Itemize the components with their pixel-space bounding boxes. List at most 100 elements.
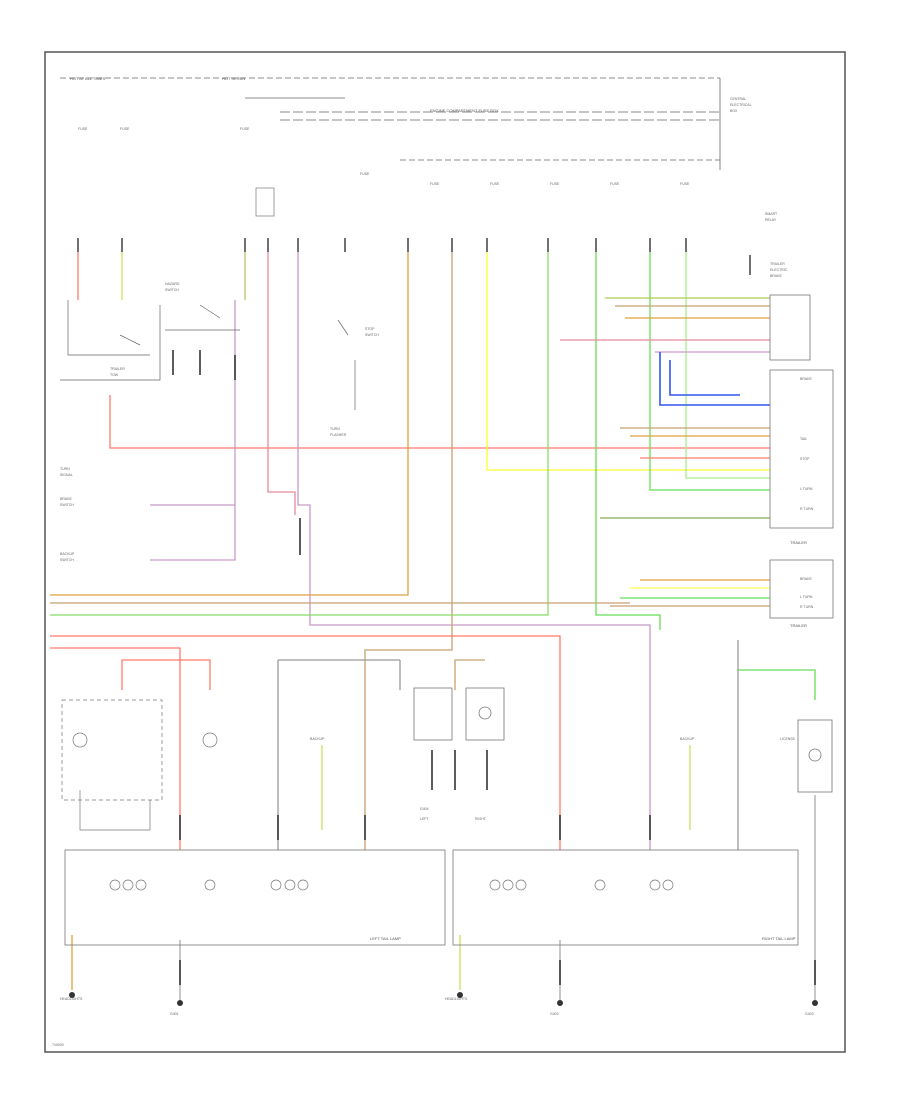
svg-text:CENTRAL: CENTRAL [730, 97, 746, 101]
svg-text:RIGHT: RIGHT [475, 817, 487, 821]
right-tail-lamp-box [452, 849, 799, 946]
svg-text:L TURN: L TURN [800, 595, 813, 599]
relay-box [255, 187, 275, 217]
label-trailer-2: TRAILER [790, 623, 807, 628]
wire-module-2 [454, 659, 485, 690]
ground-labels: G401 G402 G403 G404 [170, 807, 814, 1016]
svg-text:RELAY: RELAY [765, 218, 777, 222]
tail-bulbs [109, 879, 674, 891]
module-lamp-icon [478, 706, 492, 720]
svg-text:BACKUP: BACKUP [680, 737, 695, 741]
svg-text:BOX: BOX [730, 109, 738, 113]
wire-blue-1 [659, 352, 770, 406]
svg-text:R TURN: R TURN [800, 507, 814, 511]
left-turn-module [413, 687, 453, 741]
svg-text:BACKUP: BACKUP [60, 552, 75, 556]
diagram-frame [44, 51, 846, 1053]
svg-text:TRAILER: TRAILER [110, 367, 125, 371]
svg-text:FUSE: FUSE [240, 127, 250, 131]
front-lamps [61, 699, 218, 831]
lamp-modules [413, 687, 833, 793]
svg-text:SIGNAL: SIGNAL [60, 473, 73, 477]
wire-green-right [738, 669, 816, 700]
svg-text:SWITCH: SWITCH [60, 503, 74, 507]
lamp-icon-1 [72, 732, 88, 748]
svg-text:BRAKE: BRAKE [800, 577, 813, 581]
ground-icon [69, 992, 75, 998]
ground-label: G402 [550, 1012, 559, 1016]
connector-ticks [77, 238, 751, 275]
label-corner-date: 7/49/00 [52, 1043, 64, 1047]
label-hot-in-run: HOT IN RUN [222, 76, 245, 81]
wire-green-1 [50, 252, 549, 616]
svg-text:FUSE: FUSE [360, 172, 370, 176]
trailer-connector-1 [769, 369, 834, 529]
label-hot-at-all-times: HOT AT ALL TIMES [70, 76, 105, 81]
top-bus-lines [60, 77, 721, 170]
connector-markers [172, 350, 816, 985]
svg-text:L TURN: L TURN [800, 487, 813, 491]
svg-text:TAIL: TAIL [800, 437, 807, 441]
svg-text:HAZARD: HAZARD [165, 282, 180, 286]
wire-pink-1 [267, 252, 296, 515]
wire-green-2 [595, 252, 661, 630]
wire-tan-1 [364, 252, 453, 850]
svg-text:FUSE: FUSE [78, 127, 88, 131]
wire-violet-left [150, 300, 236, 561]
right-turn-module [465, 687, 505, 741]
license-lamp-box [797, 719, 833, 793]
wire-harness [50, 252, 816, 1000]
label-left-tail-lamp: LEFT TAIL LAMP [370, 936, 401, 941]
wire-red-3 [50, 647, 181, 850]
svg-text:HEADLIGHTS: HEADLIGHTS [60, 997, 83, 1001]
wire-blue-2 [669, 360, 740, 396]
svg-text:SWITCH: SWITCH [165, 288, 179, 292]
left-tail-lamp-box [64, 849, 446, 946]
brake-controller-box [769, 294, 811, 361]
ground-label: G401 [170, 1012, 179, 1016]
svg-text:R TURN: R TURN [800, 605, 814, 609]
ground-icon [457, 992, 463, 998]
license-lamp-icon [808, 748, 822, 762]
svg-text:BRAKE: BRAKE [770, 274, 783, 278]
wire-lightgreen-1 [685, 252, 770, 479]
wire-red-2 [50, 635, 561, 850]
switch-symbols [60, 300, 356, 410]
trailer-connectors [769, 294, 834, 619]
ground-label: G404 [420, 807, 429, 811]
svg-text:FUSE: FUSE [550, 182, 560, 186]
svg-text:ELECTRICAL: ELECTRICAL [730, 103, 752, 107]
svg-text:STOP: STOP [800, 457, 810, 461]
label-right-tail-lamp: RIGHT TAIL LAMP [762, 936, 796, 941]
svg-text:FUSE: FUSE [680, 182, 690, 186]
wire-red-loop [121, 659, 211, 690]
svg-text:TURN: TURN [60, 467, 70, 471]
svg-text:LEFT: LEFT [420, 817, 429, 821]
svg-text:TRAILER: TRAILER [770, 262, 785, 266]
wire-green-3 [649, 252, 770, 491]
svg-text:FUSE: FUSE [120, 127, 130, 131]
ground-icon [557, 1000, 563, 1006]
lamp-icon-2 [202, 732, 218, 748]
wire-red-main [109, 395, 770, 449]
svg-text:HEADLIGHTS: HEADLIGHTS [445, 997, 468, 1001]
ground-label: G403 [805, 1012, 814, 1016]
svg-text:BRAKE: BRAKE [60, 497, 73, 501]
svg-text:FUSE: FUSE [430, 182, 440, 186]
svg-text:FUSE: FUSE [610, 182, 620, 186]
svg-text:FLASHER: FLASHER [330, 433, 347, 437]
svg-text:BRAKE: BRAKE [800, 377, 813, 381]
lamp-box-left [61, 699, 163, 801]
svg-text:SMART: SMART [765, 212, 778, 216]
svg-text:SWITCH: SWITCH [365, 333, 379, 337]
svg-text:LICENSE: LICENSE [780, 737, 796, 741]
trailer-connector-2 [769, 559, 834, 619]
tail-lamp-housings [64, 849, 799, 946]
wire-yellow-1 [486, 252, 770, 471]
wire-orange-1 [50, 252, 409, 596]
svg-text:ELECTRIC: ELECTRIC [770, 268, 788, 272]
svg-text:TURN: TURN [330, 427, 340, 431]
